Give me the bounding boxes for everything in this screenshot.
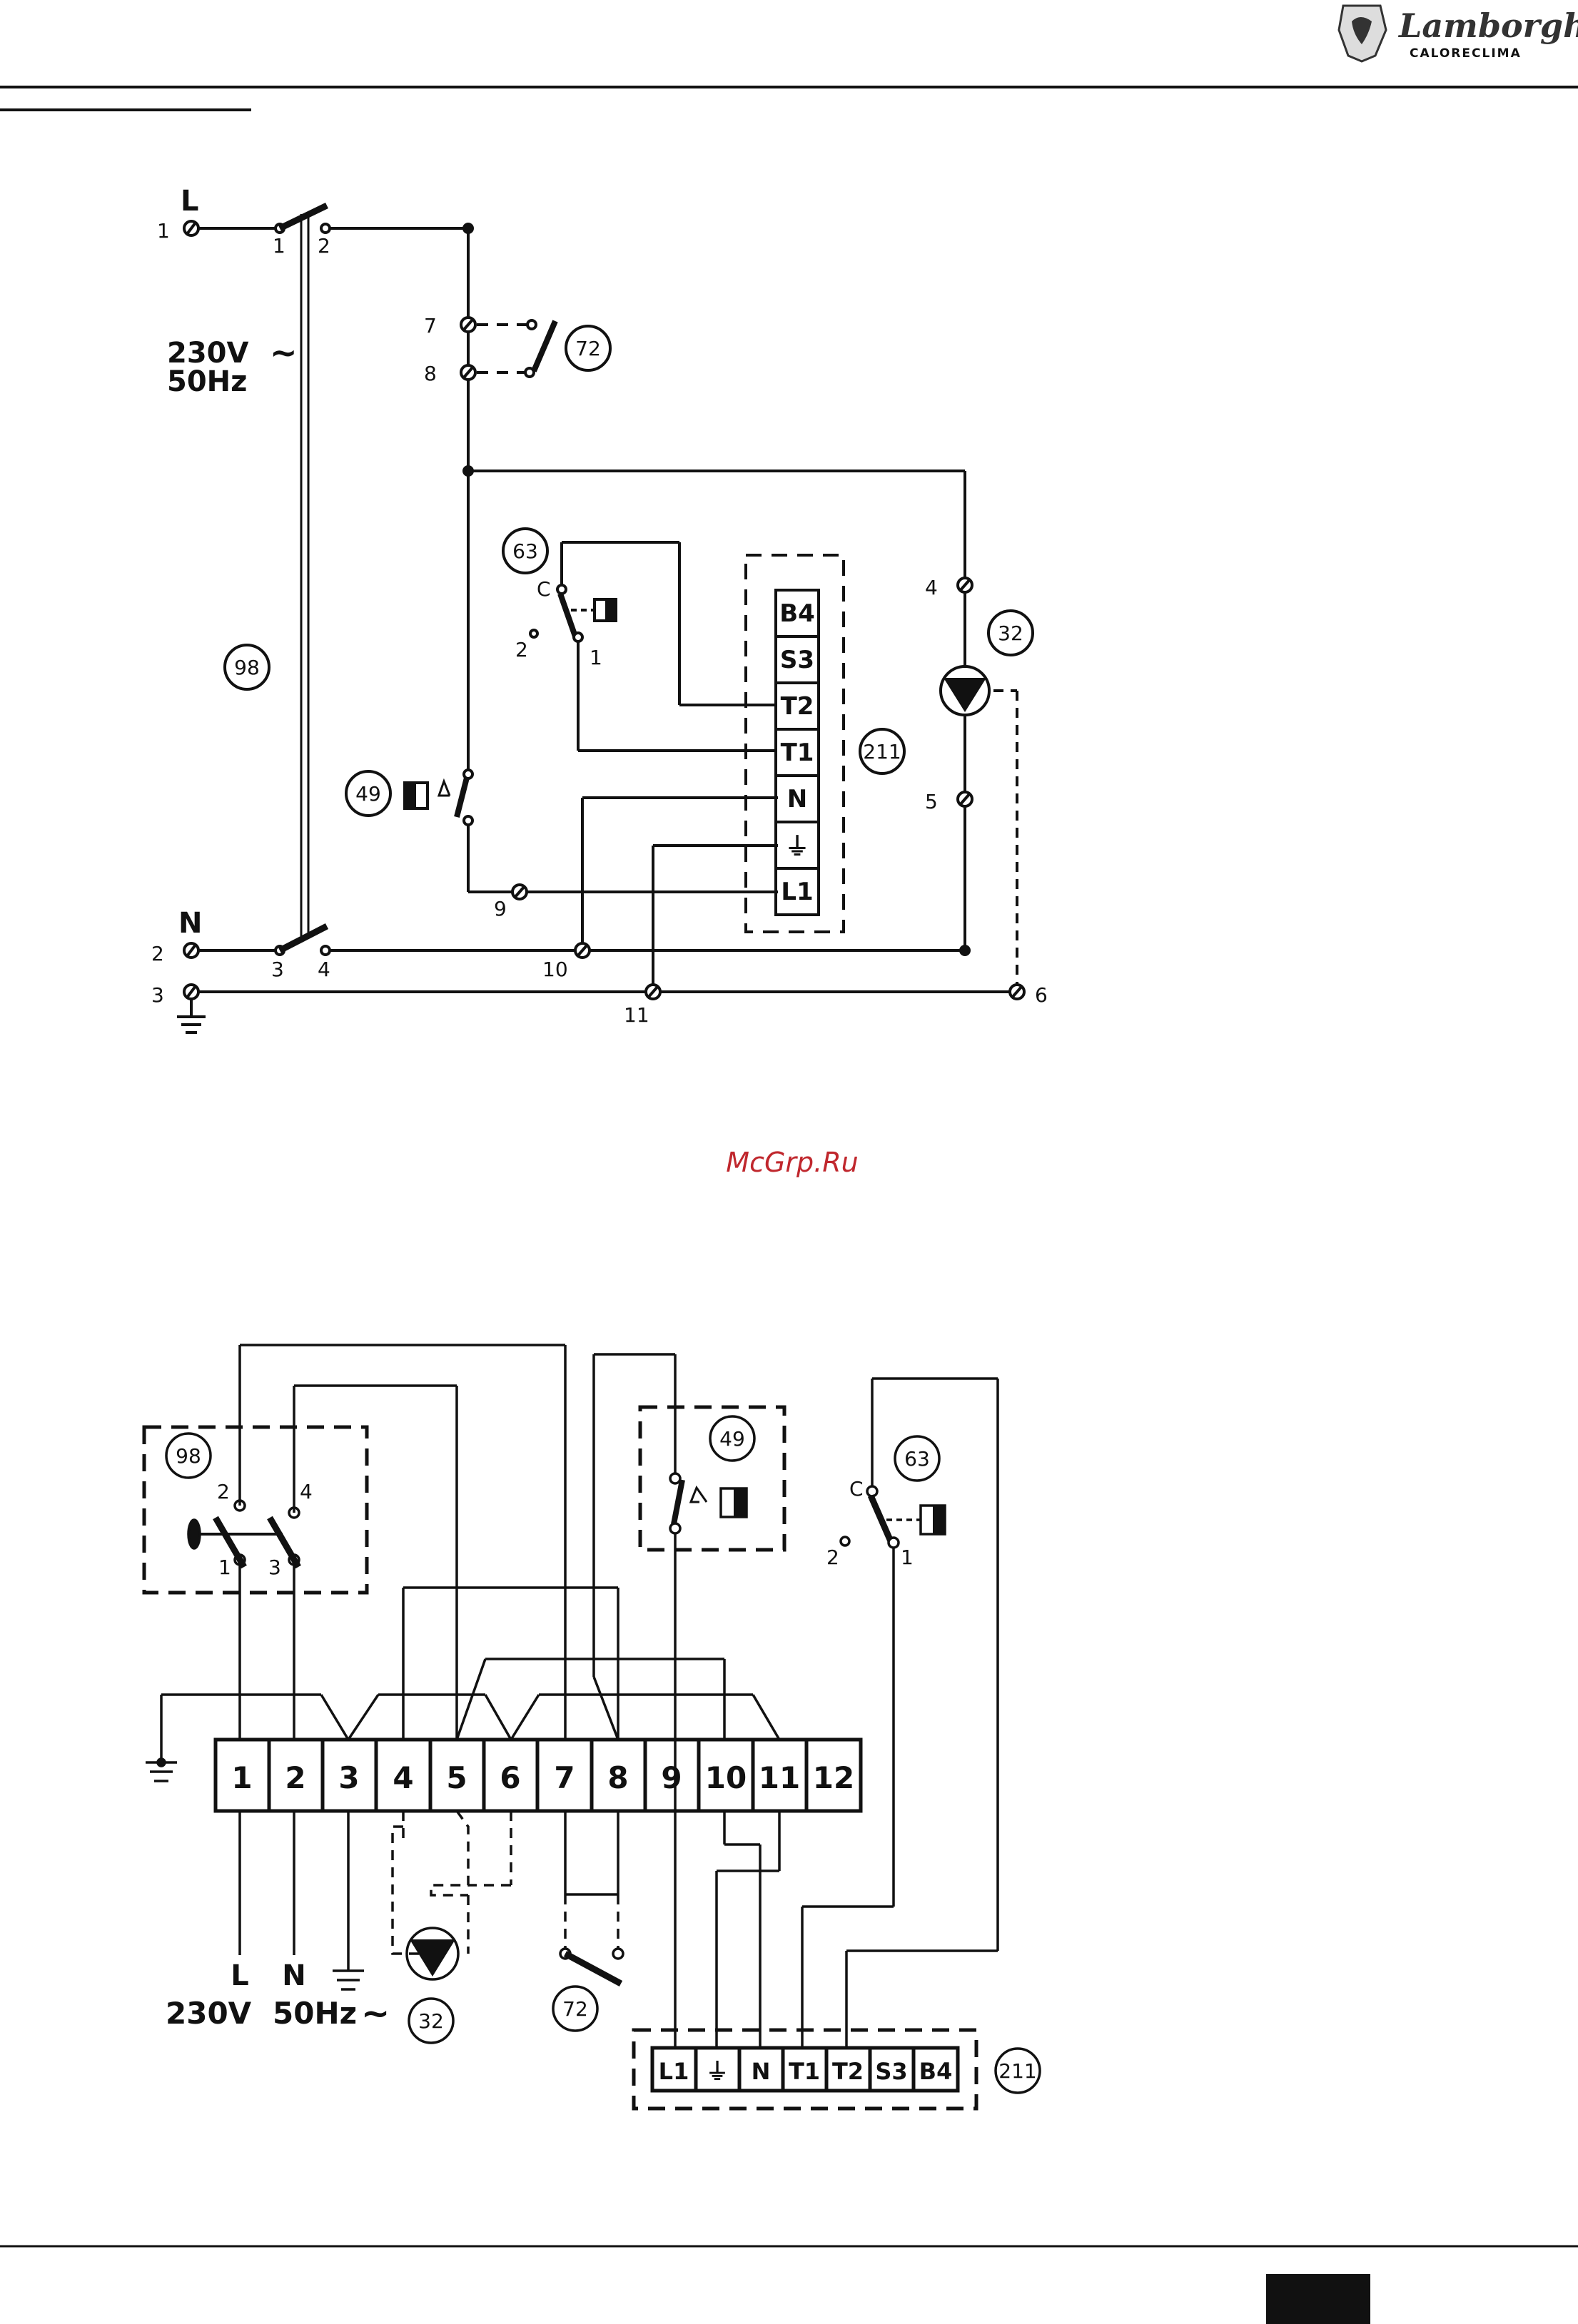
page-footer xyxy=(0,2246,1578,2324)
switch-98-terminal: 3 xyxy=(271,958,284,981)
supply-label: N xyxy=(282,1959,305,1992)
terminal-block-number: 7 xyxy=(554,1760,575,1795)
component-label: 72 xyxy=(575,337,601,360)
terminal-number: 2 xyxy=(151,942,164,965)
schematic-line-label: L xyxy=(181,185,199,218)
switch-98-terminal: 2 xyxy=(318,234,330,258)
terminal-number: 3 xyxy=(151,983,164,1007)
terminal-number: 4 xyxy=(925,576,938,599)
board-211-pin: T1 xyxy=(781,739,814,767)
contact-63-w xyxy=(871,1496,891,1541)
brand-logo: Lamborghini CALORECLIMA xyxy=(1339,6,1578,61)
terminal-block-number: 3 xyxy=(338,1760,359,1795)
board-211-pin-w: S3 xyxy=(875,2058,907,2085)
selector-63-contact: 2 xyxy=(515,638,528,661)
board-211-pin-w: T2 xyxy=(832,2058,864,2085)
page-header: Lamborghini CALORECLIMA xyxy=(0,6,1578,110)
terminal-number: 10 xyxy=(542,958,568,981)
component-label: 63 xyxy=(512,539,538,563)
selector-63-contact-w: 2 xyxy=(826,1546,839,1569)
terminal-number: 11 xyxy=(624,1003,649,1027)
board-211-pin: L1 xyxy=(781,878,813,906)
component-label-w: 211 xyxy=(998,2059,1036,2083)
page-number-tab xyxy=(1266,2274,1370,2324)
board-211-pin-w: L1 xyxy=(659,2058,689,2085)
switch-98-terminal: 4 xyxy=(318,958,330,981)
board-211-pin-w: B4 xyxy=(919,2058,953,2085)
switch-98-terminal-w: 4 xyxy=(300,1480,313,1503)
contact-72-w xyxy=(565,1954,621,1984)
schematic-diagram xyxy=(177,205,1033,1032)
svg-text:~: ~ xyxy=(361,1994,390,2034)
terminal-number: 1 xyxy=(157,219,170,243)
terminal-number: 8 xyxy=(424,362,437,385)
terminal-block-number: 5 xyxy=(446,1760,467,1795)
switch-98-terminal-w: 3 xyxy=(268,1556,281,1579)
selector-63-contact: C xyxy=(537,577,551,601)
contact-49 xyxy=(457,778,467,817)
switch-98-terminal-w: 1 xyxy=(218,1556,231,1579)
terminal-number: 9 xyxy=(494,897,507,920)
terminal-block-number: 4 xyxy=(393,1760,413,1795)
terminal-block-number: 12 xyxy=(813,1760,854,1795)
terminal-number: 6 xyxy=(1035,983,1048,1007)
component-label: 49 xyxy=(355,782,381,806)
svg-text:~: ~ xyxy=(270,333,298,372)
schematic-frequency-label: 50Hz xyxy=(167,365,247,398)
terminal-block-number: 1 xyxy=(231,1760,252,1795)
brand-sub: CALORECLIMA xyxy=(1410,46,1522,61)
selector-63-contact: 1 xyxy=(590,646,602,669)
component-label-w: 49 xyxy=(719,1427,745,1451)
switch-98-terminal: 1 xyxy=(273,234,285,258)
contact-72 xyxy=(534,321,555,371)
component-label: 32 xyxy=(998,621,1023,645)
component-label-w: 98 xyxy=(176,1444,201,1468)
board-211-pin-w: T1 xyxy=(789,2058,820,2085)
terminal-number: 5 xyxy=(925,790,938,813)
board-211-pin: B4 xyxy=(779,599,815,628)
supply-label: L xyxy=(231,1959,249,1992)
switch-98-terminal-w: 2 xyxy=(217,1480,230,1503)
component-label-w: 63 xyxy=(904,1447,930,1471)
selector-63-contact-w: 1 xyxy=(901,1546,914,1569)
board-211-pin: T2 xyxy=(781,692,814,721)
terminal-block-number: 8 xyxy=(607,1760,628,1795)
terminal-block-number: 9 xyxy=(661,1760,682,1795)
terminal-block-number: 11 xyxy=(759,1760,800,1795)
switch-98-contact-L xyxy=(280,205,327,228)
board-211-pin: N xyxy=(787,785,807,813)
component-label-w: 32 xyxy=(418,2009,444,2033)
terminal-number: 7 xyxy=(424,314,437,338)
terminal-block-number: 10 xyxy=(705,1760,747,1795)
brand-name: Lamborghini xyxy=(1397,6,1578,45)
wiring-frequency-label: 50Hz xyxy=(273,1996,357,2031)
switch-98-contact-N xyxy=(280,926,327,950)
board-211-pin: S3 xyxy=(780,646,814,674)
schematic-neutral-label: N xyxy=(178,907,202,940)
component-label-w: 72 xyxy=(562,1997,588,2021)
board-211-pin: ⏚ xyxy=(785,833,809,861)
terminal-block-number: 2 xyxy=(285,1760,305,1795)
board-211-pin-w: N xyxy=(752,2058,771,2085)
board-211-pin-w: ⏚ xyxy=(706,2058,729,2085)
terminal-block-number: 6 xyxy=(500,1760,520,1795)
watermark: McGrp.Ru xyxy=(726,1147,858,1178)
wiring-voltage-label: 230V xyxy=(166,1996,252,2031)
contact-63 xyxy=(560,594,575,636)
component-label: 211 xyxy=(863,740,901,763)
selector-63-contact-w: C xyxy=(849,1477,864,1501)
component-label: 98 xyxy=(234,656,260,679)
